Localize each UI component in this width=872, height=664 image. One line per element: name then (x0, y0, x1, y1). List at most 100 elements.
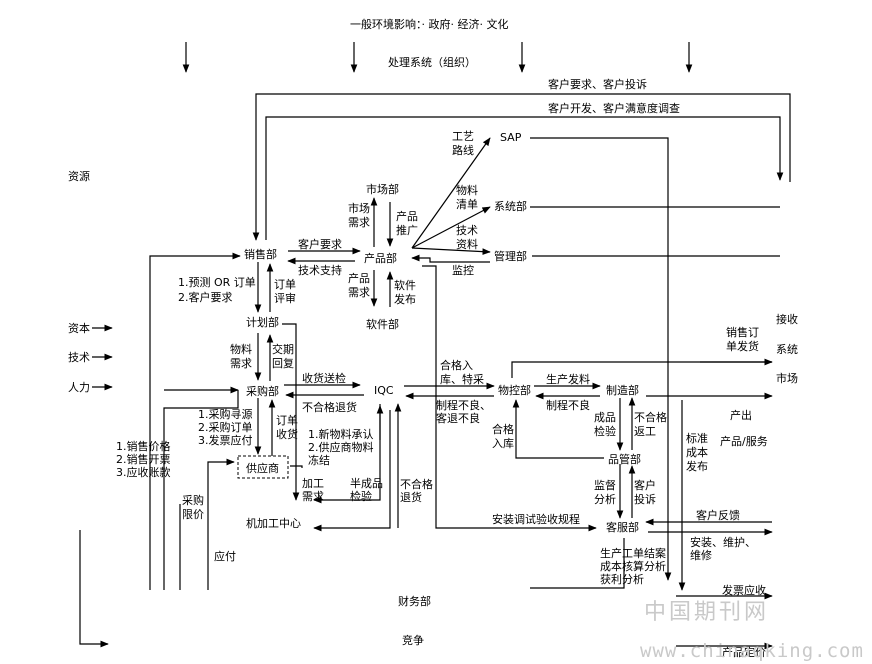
label-processing-demand-2: 需求 (302, 490, 324, 503)
label-semi-inspect-1: 半成品 (350, 477, 383, 490)
watermark-cn: 中国期刊网 (644, 600, 770, 625)
connector-lines (79, 42, 791, 650)
label-new-material-1: 1.新物料承认 (308, 428, 374, 441)
output-receive: 接收 (776, 313, 798, 326)
node-supplier: 供应商 (246, 462, 279, 475)
environment-label: 一般环境影响：· 政府· 经济· 文化 (350, 18, 509, 31)
label-std-cost-2: 成本 (686, 446, 708, 459)
label-install-maint-1: 安装、维护、 (690, 536, 756, 549)
label-purchase-task-1: 1.采购寻源 (198, 408, 253, 421)
node-software: 软件部 (366, 318, 399, 331)
label-semi-inspect-2: 检验 (350, 490, 372, 503)
label-reject-rework-1: 不合格 (634, 411, 667, 424)
technology-label: 技术 (68, 351, 90, 364)
label-qualified-stock-2: 入库 (492, 437, 514, 450)
label-purchase-price-1: 采购 (182, 494, 204, 507)
node-finance: 财务部 (398, 595, 431, 608)
label-qualified-stock-1: 合格 (492, 423, 514, 436)
label-customer-complaint-2: 投诉 (634, 493, 656, 506)
label-payable: 应付 (214, 550, 236, 563)
output-sales-order-2: 单发货 (726, 340, 759, 353)
capital-label: 资本 (68, 322, 90, 335)
customer-requests-label: 客户要求、客户投诉 (548, 78, 647, 91)
label-new-material-3: 冻结 (308, 454, 330, 467)
label-qualified-in-1: 合格入 (440, 359, 473, 372)
label-finished-inspect-1: 成品 (594, 411, 616, 424)
label-forecast-2: 2.客户要求 (178, 291, 233, 304)
label-material-demand-2: 需求 (230, 357, 252, 370)
node-iqc: IQC (374, 384, 394, 397)
label-monitoring: 监控 (452, 264, 474, 277)
label-software-release-2: 发布 (394, 293, 416, 306)
label-customer-req: 客户要求 (298, 238, 342, 251)
output-market: 市场 (776, 372, 798, 385)
node-sap: SAP (500, 131, 522, 144)
node-market: 市场部 (366, 183, 399, 196)
node-systems: 系统部 (494, 200, 527, 213)
label-customer-complaint-1: 客户 (634, 479, 656, 492)
label-bom-2: 清单 (456, 198, 478, 211)
watermark-url: www.chinaqking.com (640, 640, 864, 662)
label-install-maint-2: 维修 (690, 549, 712, 562)
label-install-debug: 安装调试验收规程 (492, 513, 580, 526)
label-tech-docs-2: 资料 (456, 238, 478, 251)
node-machining: 机加工中心 (246, 517, 301, 530)
output-produce: 产出 (730, 409, 752, 422)
node-manufacturing: 制造部 (606, 384, 639, 397)
label-order-review-1: 订单 (274, 278, 296, 291)
label-delivery-reply-1: 交期 (272, 343, 294, 356)
node-quality: 品管部 (608, 453, 641, 466)
customer-dev-label: 客户开发、客户满意度调查 (548, 102, 680, 115)
label-order-receipt-1: 订单 (276, 414, 298, 427)
node-product: 产品部 (364, 252, 397, 265)
output-products-services: 产品/服务 (720, 435, 768, 448)
label-product-demand-1: 产品 (348, 272, 370, 285)
label-market-demand-2: 需求 (348, 216, 370, 229)
label-std-cost-1: 标准 (686, 432, 708, 445)
label-purchase-price-2: 限价 (182, 508, 204, 521)
label-tech-support: 技术支持 (298, 264, 342, 277)
label-reject-return: 不合格退货 (302, 401, 357, 414)
label-supervision-2: 分析 (594, 493, 616, 506)
label-forecast-1: 1.预测 OR 订单 (178, 276, 256, 289)
label-process-defect: 制程不良 (546, 399, 590, 412)
manpower-label: 人力 (68, 381, 90, 394)
label-order-receipt-2: 收货 (276, 428, 298, 441)
label-customer-feedback: 客户反馈 (696, 509, 740, 522)
label-qualified-in-2: 库、特采 (440, 373, 484, 386)
node-sales: 销售部 (244, 248, 277, 261)
label-new-material-2: 2.供应商物料 (308, 441, 374, 454)
system-label: 处理系统（组织） (388, 56, 476, 69)
label-purchase-task-2: 2.采购订单 (198, 421, 253, 434)
node-customer-service: 客服部 (606, 521, 639, 534)
label-receive-inspect: 收货送检 (302, 372, 346, 385)
label-purchase-task-3: 3.发票应付 (198, 434, 253, 447)
label-finished-inspect-2: 检验 (594, 425, 616, 438)
label-sales-item-2: 2.销售开票 (116, 453, 171, 466)
label-std-cost-3: 发布 (686, 460, 708, 473)
label-bom-1: 物料 (456, 184, 478, 197)
label-cost-item-1: 生产工单结案 (600, 547, 666, 560)
label-reject-return2-2: 退货 (400, 491, 422, 504)
label-process-route-2: 路线 (452, 144, 474, 157)
label-process-route-1: 工艺 (452, 130, 474, 143)
node-planning: 计划部 (246, 316, 279, 329)
label-market-demand-1: 市场 (348, 202, 370, 215)
node-competition: 竞争 (402, 634, 424, 647)
label-reject-return2-1: 不合格 (400, 478, 433, 491)
label-sales-item-1: 1.销售价格 (116, 440, 171, 453)
label-supervision-1: 监督 (594, 479, 616, 492)
output-product-price: 产品定价 (722, 646, 766, 659)
output-sales-order-1: 销售订 (726, 326, 759, 339)
node-material-control: 物控部 (498, 384, 531, 397)
label-production-issue: 生产发料 (546, 373, 590, 386)
label-material-demand-1: 物料 (230, 343, 252, 356)
node-purchasing: 采购部 (246, 385, 279, 398)
label-product-promo-1: 产品 (396, 210, 418, 223)
label-bad-returns-1: 制程不良、 (436, 399, 491, 412)
label-reject-rework-2: 返工 (634, 425, 656, 438)
label-bad-returns-2: 客退不良 (436, 412, 480, 425)
label-cost-item-2: 成本核算分析 (600, 560, 666, 573)
label-tech-docs-1: 技术 (456, 224, 478, 237)
